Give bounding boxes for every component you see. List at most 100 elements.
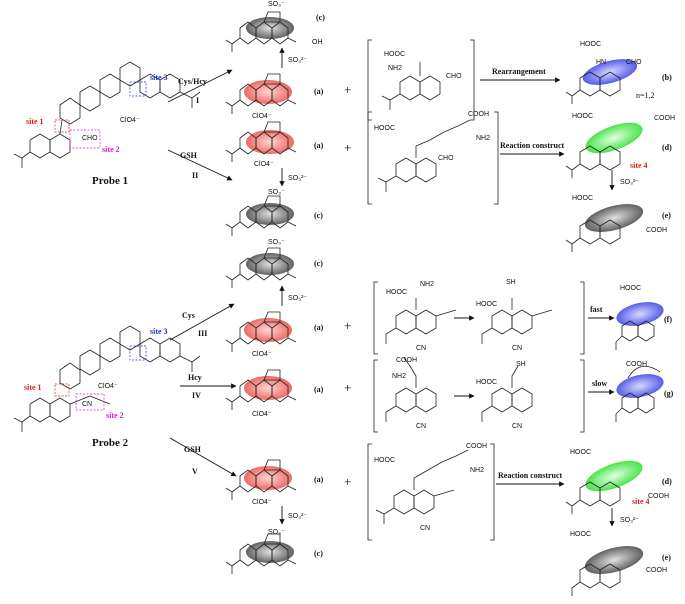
- cooh-row4: COOH: [396, 357, 417, 364]
- product-g: [615, 365, 664, 422]
- n-note: n=1,2: [636, 91, 655, 100]
- arrow-V: [169, 437, 237, 477]
- cooh-e-row2: COOH: [646, 227, 667, 234]
- cn-row4b: CN: [512, 423, 522, 430]
- hooc-b: HOOC: [580, 41, 601, 48]
- probe2-clo4: ClO4⁻: [98, 383, 118, 390]
- cho-row1: CHO: [446, 73, 462, 80]
- probe1-title: Probe 1: [92, 175, 128, 187]
- construct-label-row5: Reaction construct: [498, 471, 563, 480]
- nh2-row1: NH2: [388, 65, 402, 72]
- product-c-row5: [225, 533, 297, 575]
- so3-c-row1: SO₃⁻: [268, 1, 285, 8]
- sulfite-d-row2: SO₃²⁻: [620, 179, 639, 186]
- reagent-II: GSH: [180, 151, 198, 160]
- product-e-row5: [571, 546, 644, 596]
- plus-row4: +: [344, 380, 351, 395]
- probe2-title: Probe 2: [92, 437, 129, 449]
- label-a-row3: (a): [314, 323, 324, 332]
- label-a-row2: (a): [314, 141, 324, 150]
- arrow-I: [167, 69, 233, 103]
- so3-c-row5: SO₃⁻: [268, 529, 285, 536]
- reagent-I: Cys/Hcy: [178, 77, 207, 86]
- cooh-d-row5: COOH: [648, 493, 669, 500]
- cn-row4a: CN: [416, 423, 426, 430]
- probe2-site2-label: site 2: [106, 411, 124, 420]
- sh-row3: SH: [506, 279, 516, 286]
- hn-b: HN: [596, 59, 606, 66]
- probe2-structure: [13, 325, 201, 432]
- so3-c-row3: SO₃⁻: [268, 239, 285, 246]
- reagent-III: Cys: [182, 311, 195, 320]
- product-d-row2: [565, 122, 643, 178]
- cooh-g: COOH: [626, 361, 647, 368]
- product-a-row1: [225, 73, 297, 115]
- clo4-a-row1: ClO4⁻: [252, 113, 272, 120]
- slow-label: slow: [592, 379, 607, 388]
- site4-row5: site 4: [632, 497, 650, 506]
- probe1-structure: [13, 61, 201, 168]
- cn-row3b: CN: [512, 345, 522, 352]
- intermediate-row1: [367, 39, 475, 121]
- arrow-II: [167, 149, 233, 181]
- label-a-row4: (a): [314, 385, 324, 394]
- hooc-row5: HOOC: [374, 457, 395, 464]
- probe1-site2-label: site 2: [102, 145, 120, 154]
- label-c-row3: (c): [314, 259, 323, 268]
- sulfite-row3: SO₃²⁻: [288, 295, 307, 302]
- plus-row1: +: [344, 82, 351, 97]
- hooc-d-row5: HOOC: [570, 449, 591, 456]
- label-c-row5: (c): [314, 549, 323, 558]
- roman-IV: IV: [192, 391, 201, 400]
- hooc-e-row2: HOOC: [572, 195, 593, 202]
- hooc-row2: HOOC: [374, 125, 395, 132]
- product-b: [565, 59, 638, 104]
- label-b: (b): [662, 73, 672, 82]
- product-a-row3: [225, 311, 297, 353]
- probe2-site3-label: site 3: [150, 327, 168, 336]
- clo4-a-row2: ClO4⁻: [254, 161, 274, 168]
- plus-row2: +: [344, 140, 351, 155]
- roman-V: V: [192, 467, 198, 476]
- reagent-IV: Hcy: [188, 373, 202, 382]
- nh2-row5: NH2: [470, 467, 484, 474]
- nh2-row3: NH2: [420, 281, 434, 288]
- probe2-cn: CN: [82, 401, 92, 408]
- roman-II: II: [192, 171, 198, 180]
- hooc-f: HOOC: [620, 285, 641, 292]
- cooh-row2: COOH: [468, 111, 489, 118]
- product-f: [615, 302, 664, 350]
- intermediate-row2: [367, 111, 499, 205]
- cn-row3a: CN: [416, 345, 426, 352]
- label-f: (f): [664, 315, 672, 324]
- clo4-a-row4: ClO4⁻: [252, 411, 272, 418]
- hooc-row1: HOOC: [384, 51, 405, 58]
- sh-row4: SH: [516, 361, 526, 368]
- sulfite-row2: SO₃²⁻: [288, 175, 307, 182]
- probe1-clo4: ClO4⁻: [120, 117, 140, 124]
- probe1-site3-label: site 3: [150, 73, 168, 82]
- label-e-row5: (e): [662, 553, 671, 562]
- oh-c-row1: OH: [312, 39, 323, 46]
- label-c-row2: (c): [314, 211, 323, 220]
- nh2-row2: NH2: [476, 135, 490, 142]
- intermediate-row4: [373, 357, 585, 433]
- probe2-site1-label: site 1: [24, 383, 42, 392]
- roman-I: I: [196, 96, 199, 105]
- product-c-row1: [225, 11, 297, 53]
- label-g: (g): [664, 389, 674, 398]
- sulfite-d-row5: SO₃²⁻: [620, 517, 639, 524]
- hooc-row3b: HOOC: [476, 301, 497, 308]
- fast-label: fast: [590, 305, 603, 314]
- label-a-row5: (a): [314, 475, 324, 484]
- hooc-row4b: HOOC: [476, 379, 497, 386]
- cooh-e-row5: COOH: [646, 567, 667, 574]
- product-a-row4: [225, 369, 297, 411]
- label-d-row2: (d): [662, 143, 672, 152]
- plus-row5: +: [344, 474, 351, 489]
- cho-row2: CHO: [438, 155, 454, 162]
- roman-III: III: [198, 329, 207, 338]
- intermediate-row5: [367, 443, 495, 541]
- nh2-row4: NH2: [392, 373, 406, 380]
- site4-row2: site 4: [630, 161, 648, 170]
